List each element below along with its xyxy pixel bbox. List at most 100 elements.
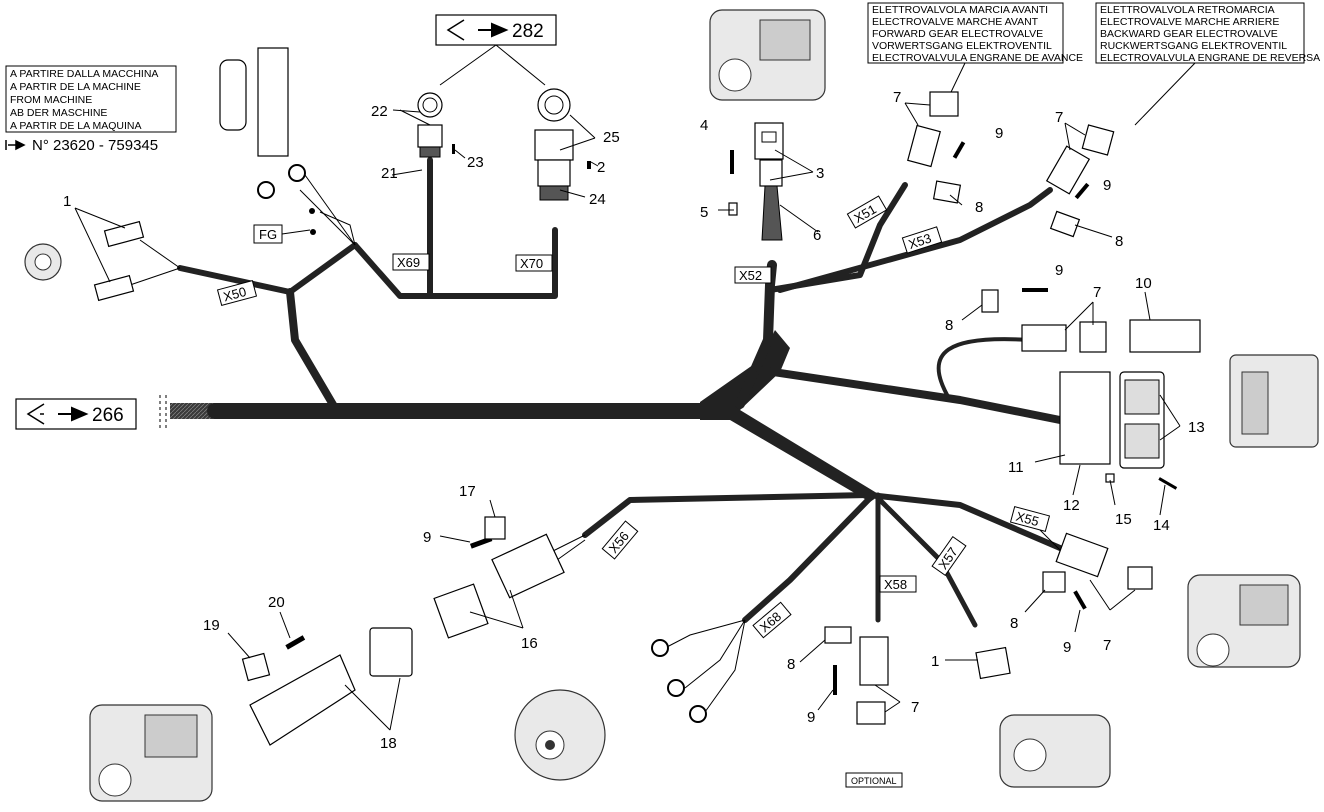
forward-valve-note: ELETTROVALVOLA MARCIA AVANTI ELECTROVALV… (867, 2, 1083, 64)
arrow-ref-icon (446, 19, 509, 41)
ring-terminals-x68 (651, 639, 707, 723)
connector-x58 (824, 626, 889, 725)
part-number: 9 (423, 529, 431, 546)
note-line: ELETTROVALVOLA RETROMARCIA (1100, 4, 1275, 16)
connector-x56 (433, 516, 565, 639)
connector-tag-fg[interactable]: FG (253, 224, 283, 244)
svg-text:FG: FG (259, 227, 277, 242)
part-number-labels: 1 2 3 4 5 6 7 8 9 10 11 12 13 14 15 16 1… (63, 89, 1205, 752)
reference-box-main[interactable]: 266 (15, 398, 137, 430)
note-line: A PARTIRE DALLA MACCHINA (10, 68, 158, 80)
part-number: 10 (1135, 275, 1152, 292)
part-number: 8 (1115, 233, 1123, 250)
thin-wires (129, 174, 746, 713)
note-line: BACKWARD GEAR ELECTROVALVE (1100, 28, 1278, 40)
hydraulic-pump-icon (89, 704, 213, 802)
part-number: 8 (787, 656, 795, 673)
svg-text:OPTIONAL: OPTIONAL (851, 776, 897, 786)
part-number: 22 (371, 103, 388, 120)
sensor-connector-x52 (754, 122, 784, 241)
part-number: 8 (945, 317, 953, 334)
connector-tag-x55[interactable]: X55 (1009, 506, 1051, 532)
round-connector-x70 (534, 88, 574, 201)
arrow-ref-icon (26, 403, 89, 425)
part-number: 5 (700, 204, 708, 221)
trunk-end (170, 403, 215, 419)
note-line: A PARTIR DE LA MACHINE (10, 81, 141, 93)
valve-connector-reverse (1045, 124, 1115, 238)
optional-label: OPTIONAL (845, 772, 903, 788)
part-number: 11 (1008, 459, 1024, 476)
valve-connector-forward (907, 91, 962, 204)
ecu-module-icon (1229, 354, 1319, 448)
note-line: FORWARD GEAR ELECTROVALVE (872, 28, 1043, 40)
connector-tag-x56[interactable]: X56 (601, 520, 639, 560)
part-number: 7 (893, 89, 901, 106)
part-number: 9 (995, 125, 1003, 142)
part-number: 16 (521, 635, 538, 652)
part-number: 7 (1103, 637, 1111, 654)
svg-text:X50: X50 (222, 284, 248, 304)
note-line: A PARTIR DE LA MAQUINA (10, 120, 141, 132)
part-number: 23 (467, 154, 484, 171)
connector-tag-x58[interactable]: X58 (879, 575, 917, 593)
part-number: 3 (816, 165, 824, 182)
part-number: 9 (1103, 177, 1111, 194)
reverse-valve-note: ELETTROVALVOLA RETROMARCIA ELECTROVALVE … (1095, 2, 1320, 64)
part-number: 19 (203, 617, 220, 634)
note-line: ELECTROVALVE MARCHE ARRIERE (1100, 16, 1279, 28)
reference-box-connector[interactable]: 282 (435, 14, 557, 46)
part-number: 18 (380, 735, 397, 752)
note-line: ELECTROVALVULA ENGRANE DE REVERSA (1100, 52, 1320, 64)
part-number: 12 (1063, 497, 1080, 514)
serial-range: N° 23620 - 759345 (32, 137, 158, 154)
connector-tag-x69[interactable]: X69 (392, 253, 430, 271)
connector-tag-x52[interactable]: X52 (734, 266, 772, 284)
machine-serial-note: A PARTIRE DALLA MACCHINA A PARTIR DE LA … (5, 65, 177, 154)
label-tag-part (93, 220, 145, 302)
part-number: 1 (931, 653, 939, 670)
valve-connector-x55 (1042, 532, 1153, 593)
svg-text:X69: X69 (397, 255, 420, 270)
hydraulic-pump-icon (709, 9, 826, 101)
part-number: 2 (597, 159, 605, 176)
part-number: 9 (807, 709, 815, 726)
hydraulic-pump-icon (1187, 574, 1301, 668)
round-connector-x69 (417, 92, 443, 158)
reference-connector-number: 282 (512, 21, 544, 42)
relay-housing (219, 47, 289, 157)
connector-tag-x50[interactable]: X50 (216, 280, 258, 306)
part-number: 7 (1055, 109, 1063, 126)
serial-arrow-icon (5, 139, 26, 151)
part-number: 8 (1010, 615, 1018, 632)
note-line: ELECTROVALVULA ENGRANE DE AVANCE (872, 52, 1083, 64)
harness-trunk (159, 157, 1064, 628)
part-number: 20 (268, 594, 285, 611)
part-number: 4 (700, 117, 708, 134)
part-number: 8 (975, 199, 983, 216)
svg-text:X52: X52 (739, 268, 762, 283)
part-number: 1 (63, 193, 71, 210)
part-number: 9 (1063, 639, 1071, 656)
part-number: 13 (1188, 419, 1205, 436)
ring-terminal-part (257, 164, 316, 235)
part-number: 9 (1055, 262, 1063, 279)
note-line: ELECTROVALVE MARCHE AVANT (872, 16, 1039, 28)
svg-text:X53: X53 (907, 231, 934, 252)
svg-text:X55: X55 (1014, 509, 1040, 529)
part-number: 21 (381, 165, 398, 182)
connector-tag-x53[interactable]: X53 (901, 226, 943, 254)
part-number: 14 (1153, 517, 1170, 534)
part-number: 6 (813, 227, 821, 244)
ecu-connector-block (1059, 371, 1165, 483)
connector-tag-x70[interactable]: X70 (515, 254, 553, 272)
reference-main-number: 266 (92, 405, 124, 426)
gearbox-icon (999, 714, 1111, 788)
leader-lines (74, 102, 1181, 731)
note-line: ELETTROVALVOLA MARCIA AVANTI (872, 4, 1048, 16)
part-number: 15 (1115, 511, 1132, 528)
svg-text:X70: X70 (520, 256, 543, 271)
alternator-icon (514, 689, 606, 781)
part-number: 7 (1093, 284, 1101, 301)
